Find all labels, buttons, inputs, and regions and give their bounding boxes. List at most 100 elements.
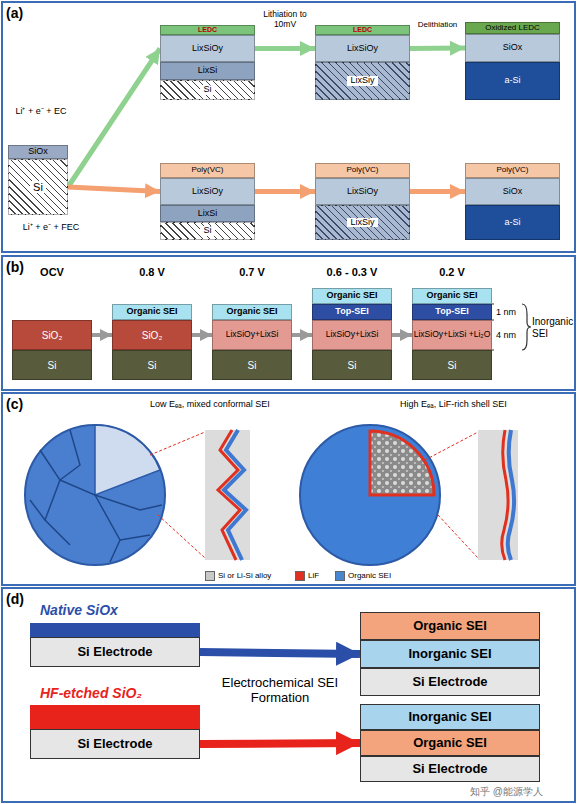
panel-frames-part <box>2 256 575 390</box>
cracked-particle-part-part <box>95 495 162 510</box>
annotation-label: (a) <box>6 5 36 21</box>
layer-box: LixSiOy <box>160 178 255 205</box>
layer-label: Organic SEI <box>426 291 477 301</box>
process-arrow <box>392 333 412 337</box>
shell-particle-part <box>300 425 440 565</box>
layer-box: Poly(VC) <box>315 163 410 178</box>
shell-particle-part <box>478 430 518 560</box>
process-arrow <box>200 743 360 744</box>
annotation-label: 知乎 @能源学人 <box>470 786 574 798</box>
layer-box: a-Si <box>465 205 560 240</box>
dimension-brace-part <box>522 304 531 350</box>
layer-box: Si Electrode <box>30 637 200 667</box>
layer-box: LixSi <box>160 62 255 80</box>
cracked-particle-part-part <box>30 500 45 520</box>
layer-label: LixSiOy <box>192 187 223 197</box>
annotation-label: (b) <box>6 259 36 275</box>
layer-label: LixSiOy <box>192 44 223 54</box>
layer-label: LEDC <box>198 26 217 34</box>
annotation-label: (c) <box>6 396 36 412</box>
arrow-label: Li⁺ + e⁻ + EC <box>6 106 76 116</box>
layer-box: Poly(VC) <box>465 163 560 178</box>
layer-label: LEDC <box>353 26 372 34</box>
process-arrow <box>192 333 212 337</box>
process-arrow <box>410 189 465 194</box>
cracked-particle-part-part <box>60 430 80 480</box>
layer-label: LixSiy <box>347 218 377 228</box>
layer-label: Inorganic SEI <box>408 647 491 661</box>
cracked-particle-part-part <box>60 480 120 562</box>
layer-label: Si Electrode <box>412 675 487 689</box>
process-arrow <box>410 46 465 52</box>
cracked-particle-part <box>150 432 205 455</box>
annotation-label: Inorganic SEI <box>532 316 574 339</box>
layer-box: LEDC <box>160 25 255 35</box>
cracked-particle <box>25 425 250 565</box>
layer-box: Si <box>12 350 92 380</box>
annotation-label: Native SiOx <box>40 602 210 618</box>
layer-box: Si <box>8 159 68 215</box>
layer-label: LixSiOy <box>347 187 378 197</box>
layer-label: LixSiOy+LixSi <box>226 330 279 339</box>
layer-box: Organic SEI <box>412 288 492 304</box>
layer-box: LixSiy <box>315 62 410 100</box>
layer-box: LixSiOy <box>315 178 410 205</box>
layer-label: Top-SEI <box>335 307 368 317</box>
layer-label: Organic SEI <box>413 619 487 633</box>
annotation-label: High Eₑₐ, LiF-rich shell SEI <box>400 399 572 409</box>
cracked-particle-part-part <box>40 450 70 545</box>
cracked-particle-part <box>30 430 162 562</box>
layer-box: Si Electrode <box>360 668 540 696</box>
layer-label: Si <box>48 360 57 371</box>
layer-box: Organic SEI <box>360 612 540 640</box>
layer-label: LixSiOy <box>347 44 378 54</box>
layer-label: Organic SEI <box>413 736 487 750</box>
layer-box: Poly(VC) <box>160 163 255 178</box>
layer-label: SiO₂ <box>42 330 63 341</box>
oxide-layer-bar-part <box>30 623 200 637</box>
layer-label: Si <box>248 360 257 371</box>
layer-box: Si Electrode <box>30 729 200 759</box>
layer-box: Si <box>112 350 192 380</box>
layer-label: Organic SEI <box>226 307 277 317</box>
annotation-label: 0.7 V <box>212 266 292 279</box>
layer-box: Si <box>312 350 392 380</box>
layer-label: LixSiOy+LixSi <box>326 330 379 339</box>
annotation-label: Low Eₑₐ, mixed conformal SEI <box>150 399 290 409</box>
legend-swatch <box>335 571 345 581</box>
arrow-label: Delithiation <box>411 20 464 29</box>
layer-box: LixSiOy+LixSi <box>312 320 392 350</box>
legend-text: LiF <box>308 571 319 580</box>
legend-swatch <box>295 571 305 581</box>
layer-label: Organic SEI <box>326 291 377 301</box>
annotation-label: 0.2 V <box>412 266 492 279</box>
layer-label: Poly(VC) <box>191 166 223 175</box>
layer-label: LixSiy <box>347 76 377 86</box>
layer-label: LixSi <box>198 209 218 219</box>
arrow-label: Lithiation to 10mV <box>257 10 313 30</box>
layer-label: Si <box>448 360 457 371</box>
layer-label: a-Si <box>504 218 520 228</box>
layer-box: LixSiOy+LixSi <box>212 320 292 350</box>
cracked-particle-part-part <box>120 535 150 540</box>
process-arrow <box>255 46 315 51</box>
layer-box: Si Electrode <box>360 756 540 782</box>
annotation-label: 4 nm <box>496 330 524 340</box>
layer-box: SiOx <box>465 34 560 62</box>
layer-label: Si Electrode <box>412 762 487 776</box>
layer-label: Si Electrode <box>77 645 152 659</box>
layer-label: Si <box>348 360 357 371</box>
shell-particle <box>300 425 518 565</box>
panel-frames-part <box>2 2 575 252</box>
shell-particle-part <box>370 431 434 495</box>
layer-box: Inorganic SEI <box>360 640 540 668</box>
layer-box: SiOx <box>8 145 68 159</box>
cracked-particle-part <box>95 425 160 495</box>
shell-particle-part <box>508 430 514 560</box>
layer-box: Si <box>412 350 492 380</box>
layer-label: SiOx <box>503 43 523 53</box>
layer-box: Si <box>212 350 292 380</box>
layer-label: Poly(VC) <box>346 166 378 175</box>
layer-label: Inorganic SEI <box>408 710 491 724</box>
annotation-label: (d) <box>6 591 36 607</box>
